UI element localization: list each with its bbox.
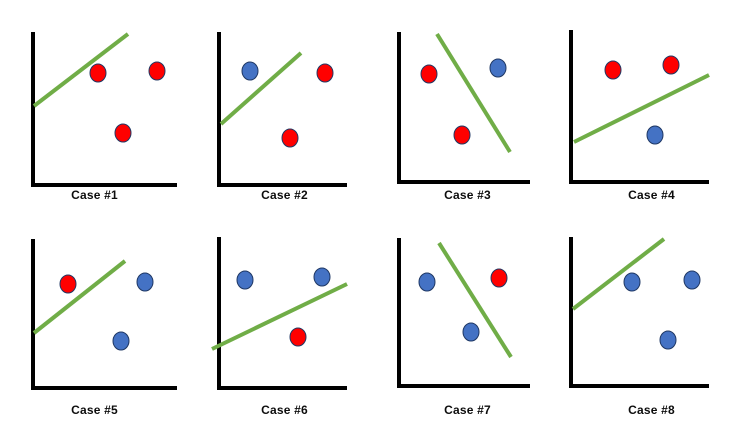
red-data-point — [420, 64, 438, 84]
plot-area-case-2 — [217, 32, 347, 187]
decision-boundary-line — [32, 32, 130, 108]
decision-boundary-line — [437, 241, 513, 359]
plot-area-case-8 — [569, 237, 709, 388]
decision-boundary-line — [211, 282, 348, 351]
blue-data-point — [236, 270, 254, 290]
red-data-point — [604, 60, 622, 80]
blue-data-point — [112, 331, 130, 351]
panel-case-2: Case #2 — [190, 0, 379, 217]
blue-data-point — [241, 61, 259, 81]
blue-data-point — [623, 272, 641, 292]
red-data-point — [148, 61, 166, 81]
panel-case-4: Case #4 — [557, 0, 746, 217]
panel-caption-case-4: Case #4 — [628, 188, 675, 202]
decision-boundary-line — [571, 237, 666, 311]
panel-case-8: Case #8 — [557, 215, 746, 432]
blue-data-point — [313, 267, 331, 287]
blue-data-point — [136, 272, 154, 292]
panel-caption-case-5: Case #5 — [71, 403, 118, 417]
panel-caption-case-2: Case #2 — [261, 188, 308, 202]
red-data-point — [281, 128, 299, 148]
red-data-point — [114, 123, 132, 143]
blue-data-point — [462, 322, 480, 342]
blue-data-point — [489, 58, 507, 78]
plot-area-case-4 — [569, 30, 710, 184]
decision-boundary-line — [573, 73, 710, 144]
panel-case-1: Case #1 — [0, 0, 189, 217]
panel-case-3: Case #3 — [373, 0, 562, 217]
blue-data-point — [418, 272, 436, 292]
plot-area-case-7 — [397, 238, 530, 388]
red-data-point — [453, 125, 471, 145]
panel-case-6: Case #6 — [190, 215, 379, 432]
red-data-point — [89, 63, 107, 83]
plot-area-case-5 — [31, 239, 177, 390]
plot-area-case-1 — [31, 32, 177, 187]
panel-caption-case-3: Case #3 — [444, 188, 491, 202]
red-data-point — [289, 327, 307, 347]
panel-caption-case-7: Case #7 — [444, 403, 491, 417]
decision-boundary-line — [219, 51, 303, 126]
plot-area-case-3 — [397, 32, 530, 184]
panel-case-5: Case #5 — [0, 215, 189, 432]
plot-area-case-6 — [211, 237, 348, 390]
blue-data-point — [659, 330, 677, 350]
red-data-point — [662, 55, 680, 75]
decision-boundary-line — [435, 32, 512, 154]
blue-data-point — [646, 125, 664, 145]
panel-caption-case-6: Case #6 — [261, 403, 308, 417]
panel-caption-case-8: Case #8 — [628, 403, 675, 417]
red-data-point — [59, 274, 77, 294]
decision-boundary-line — [32, 259, 127, 335]
panel-caption-case-1: Case #1 — [71, 188, 118, 202]
blue-data-point — [683, 270, 701, 290]
red-data-point — [316, 63, 334, 83]
red-data-point — [490, 268, 508, 288]
panel-case-7: Case #7 — [373, 215, 562, 432]
